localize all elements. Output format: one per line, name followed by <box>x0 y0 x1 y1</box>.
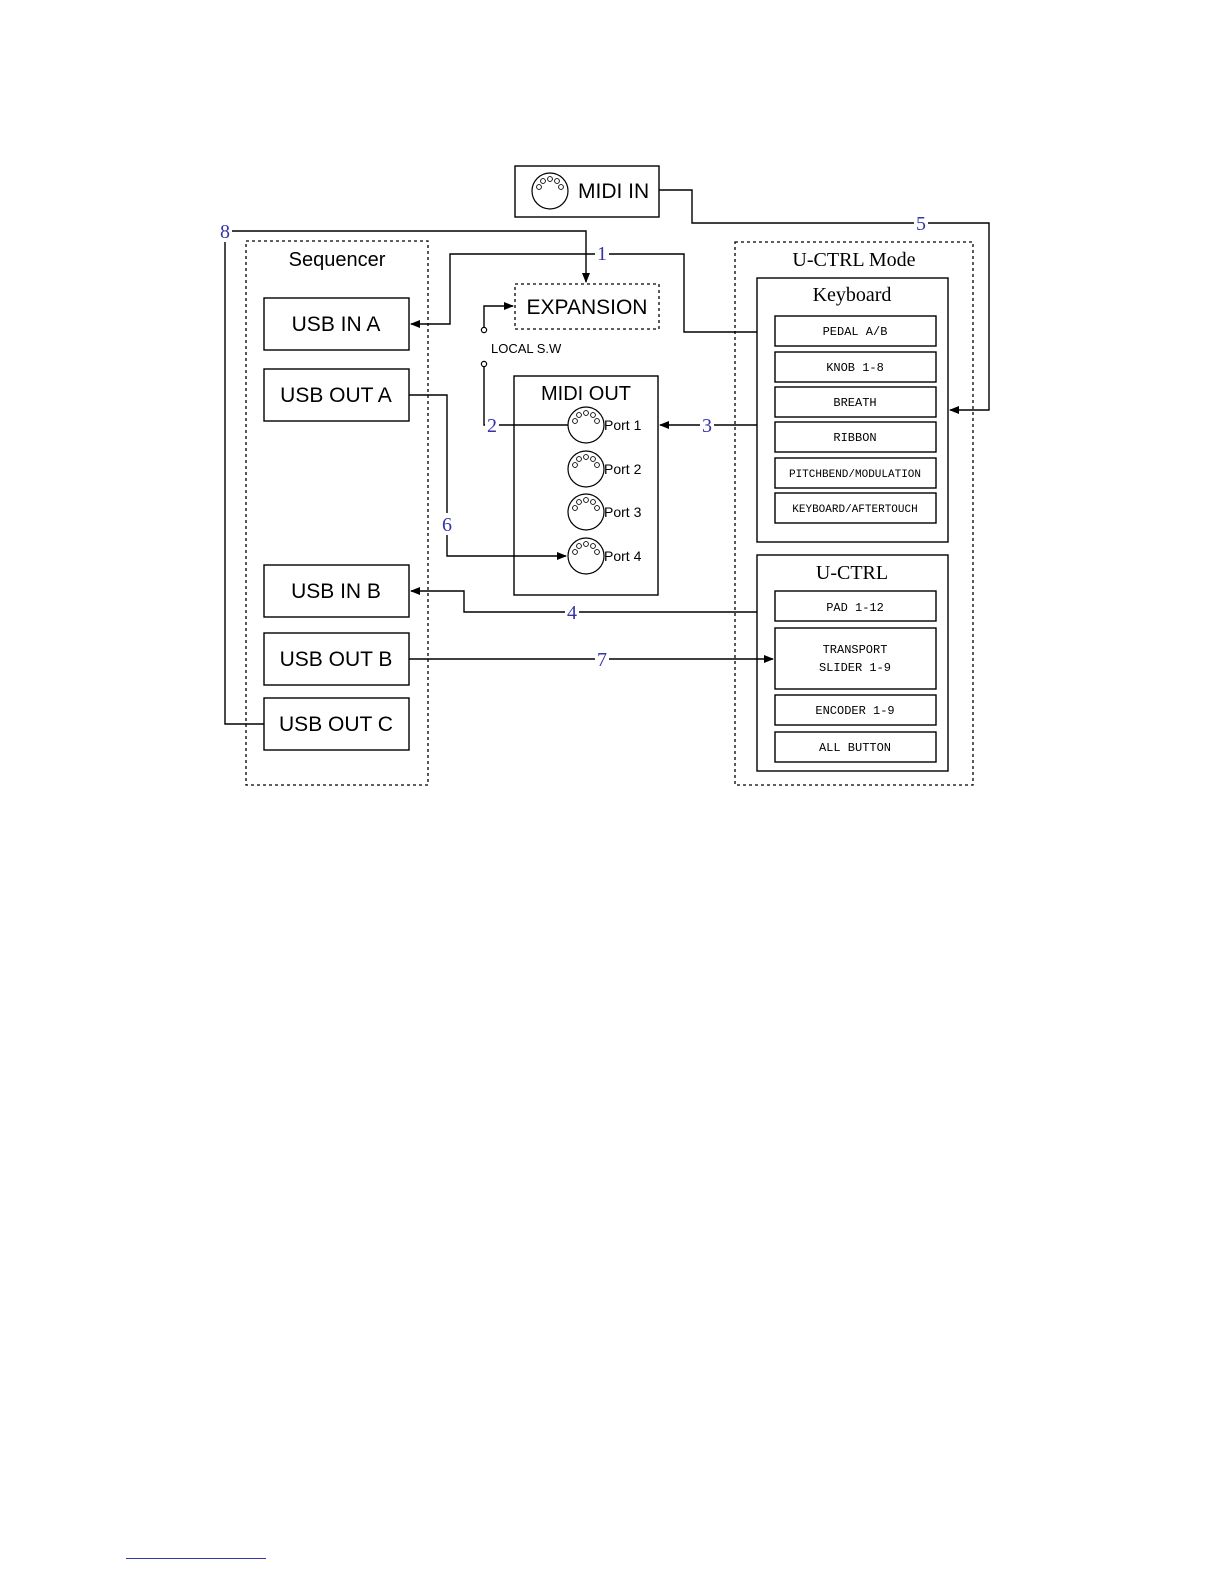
transport-label: TRANSPORT <box>823 643 888 657</box>
expansion-label: EXPANSION <box>527 296 648 319</box>
usb-out-b-label: USB OUT B <box>280 648 393 671</box>
midi-port-connector-icon <box>568 494 604 530</box>
midi-out-title: MIDI OUT <box>541 383 631 405</box>
route-1-line <box>411 254 757 332</box>
local-sw-label: LOCAL S.W <box>491 341 562 356</box>
sequencer-group: Sequencer USB IN A USB OUT A USB IN B US… <box>246 241 428 785</box>
sequencer-title: Sequencer <box>289 249 386 271</box>
route-number-8: 8 <box>220 221 230 243</box>
midi-port-connector-icon <box>568 407 604 443</box>
midi-in-label: MIDI IN <box>578 180 649 203</box>
usb-in-b-label: USB IN B <box>291 580 381 603</box>
keyboard-item-label: PEDAL A/B <box>823 325 888 339</box>
keyboard-item-label: KNOB 1-8 <box>826 361 884 375</box>
usb-in-a-label: USB IN A <box>292 313 381 336</box>
route-number-7: 7 <box>597 649 607 671</box>
slider-label: SLIDER 1-9 <box>819 661 891 675</box>
expansion-box: EXPANSION <box>515 284 659 329</box>
route-number-5: 5 <box>916 213 926 235</box>
midi-port-connector-icon <box>568 538 604 574</box>
usb-out-a-label: USB OUT A <box>280 384 392 407</box>
all-button-label: ALL BUTTON <box>819 741 891 755</box>
route-number-4: 4 <box>567 602 577 624</box>
route-number-2: 2 <box>487 415 497 437</box>
keyboard-item-label: RIBBON <box>833 431 876 445</box>
footnote-rule <box>126 1558 266 1559</box>
uctrl-mode-group: U-CTRL Mode Keyboard PEDAL A/B KNOB 1-8BR… <box>735 242 973 785</box>
midi-port-label: Port 2 <box>604 461 642 477</box>
usb-out-c-label: USB OUT C <box>279 713 393 736</box>
pad-label: PAD 1-12 <box>826 601 884 615</box>
midi-port-label: Port 1 <box>604 417 642 433</box>
midi-port-label: Port 3 <box>604 504 642 520</box>
encoder-label: ENCODER 1-9 <box>815 704 894 718</box>
transport-box <box>775 628 936 689</box>
keyboard-item-label: KEYBOARD/AFTERTOUCH <box>792 504 917 516</box>
keyboard-item-label: BREATH <box>833 396 876 410</box>
midi-in-connector-icon <box>532 173 568 209</box>
route-number-6: 6 <box>442 514 452 536</box>
midi-in-box: MIDI IN <box>515 166 659 217</box>
uctrl-title: U-CTRL <box>816 562 888 584</box>
route-number-3: 3 <box>702 415 712 437</box>
midi-port-label: Port 4 <box>604 548 642 564</box>
uctrl-mode-title: U-CTRL Mode <box>792 249 915 271</box>
route-number-1: 1 <box>597 243 607 265</box>
midi-port-connector-icon <box>568 451 604 487</box>
local-sw-line-top <box>484 306 513 330</box>
keyboard-item-label: PITCHBEND/MODULATION <box>789 469 921 481</box>
keyboard-title: Keyboard <box>813 284 892 306</box>
